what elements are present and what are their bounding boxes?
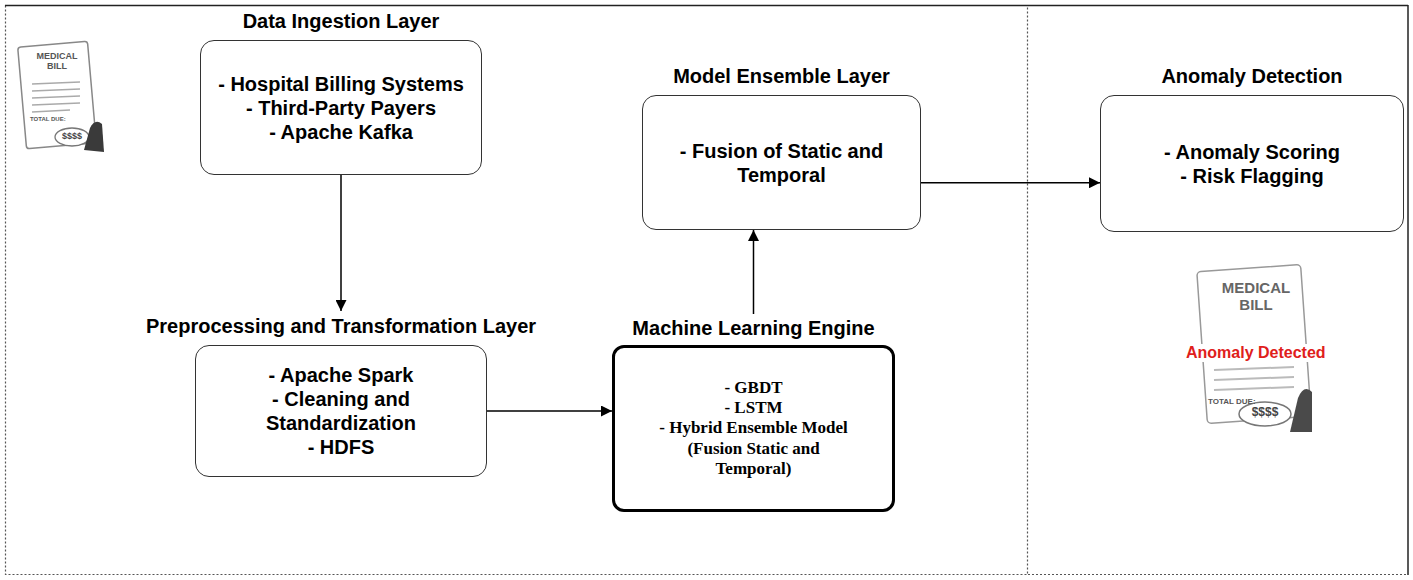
layer-item: - Apache Kafka bbox=[269, 120, 413, 144]
bill-text: TOTAL DUE: bbox=[30, 116, 60, 123]
layer-item: - Hospital Billing Systems bbox=[218, 72, 464, 96]
engine-box: Machine Learning Engine- GBDT- LSTM- Hyb… bbox=[612, 345, 895, 512]
layer-item: - Apache Spark bbox=[269, 363, 414, 387]
bottom-border bbox=[1028, 574, 1408, 575]
hand bbox=[1290, 389, 1312, 432]
bill-lines bbox=[32, 82, 80, 112]
layer-item: - LSTM bbox=[724, 398, 782, 418]
layer-item: - HDFS bbox=[308, 435, 375, 459]
layer-box: Data Ingestion Layer- Hospital Billing S… bbox=[200, 40, 482, 175]
bill-icon bbox=[18, 41, 104, 152]
flow-arrow bbox=[753, 230, 755, 314]
layer-box: Anomaly Detection- Anomaly Scoring- Risk… bbox=[1100, 95, 1404, 232]
layer-item: - Hybrid Ensemble Model (Fusion Static a… bbox=[649, 418, 858, 479]
layer-item: - Cleaning and Standardization bbox=[206, 387, 476, 435]
bill-text: MEDICAL BILL bbox=[1214, 280, 1298, 313]
layer-box: Preprocessing and Transformation Layer- … bbox=[195, 345, 487, 477]
layer-item: - Anomaly Scoring bbox=[1164, 140, 1340, 164]
layer-box: Model Ensemble Layer- Fusion of Static a… bbox=[642, 95, 921, 230]
flow-arrow bbox=[921, 182, 1100, 184]
right-border bbox=[1407, 5, 1409, 575]
layer-item: - Third-Party Payers bbox=[246, 96, 436, 120]
layer-heading: Machine Learning Engine bbox=[632, 317, 874, 340]
layer-heading: Data Ingestion Layer bbox=[243, 10, 440, 33]
bill-paper bbox=[18, 41, 97, 149]
bill-amount-oval bbox=[55, 128, 89, 146]
alert-text: Anomaly Detected bbox=[1186, 344, 1322, 362]
dashed-region bbox=[6, 6, 1028, 575]
flow-arrow bbox=[340, 175, 342, 311]
flow-arrow bbox=[487, 410, 612, 412]
bill-text: MEDICAL BILL bbox=[30, 52, 84, 72]
layer-heading: Model Ensemble Layer bbox=[673, 65, 890, 88]
bill-lines bbox=[1214, 367, 1294, 390]
layer-item: - GBDT bbox=[724, 378, 782, 398]
hand bbox=[84, 122, 104, 152]
bill-text: $$$$ bbox=[56, 132, 88, 142]
bill-text: $$$$ bbox=[1240, 406, 1290, 419]
layer-heading: Preprocessing and Transformation Layer bbox=[146, 315, 536, 338]
layer-item: - Risk Flagging bbox=[1180, 164, 1323, 188]
bill-text: TOTAL DUE: bbox=[1208, 398, 1250, 407]
layer-heading: Anomaly Detection bbox=[1161, 65, 1342, 88]
top-border bbox=[5, 5, 1408, 7]
layer-item: - Fusion of Static and Temporal bbox=[653, 139, 910, 187]
